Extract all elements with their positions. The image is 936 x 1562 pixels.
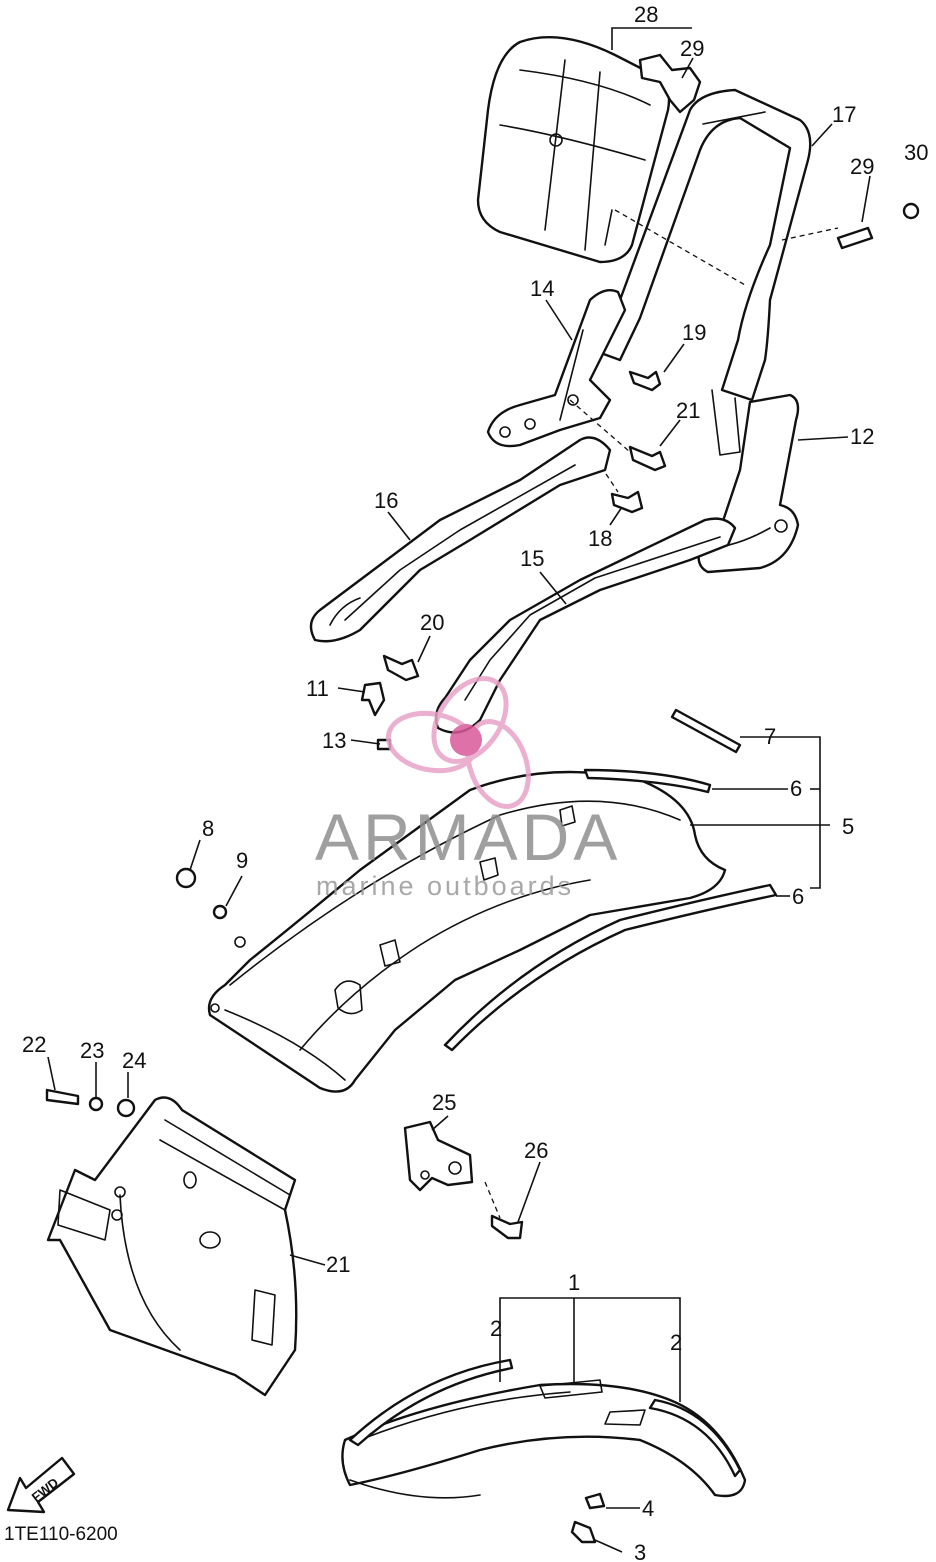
fender-trim-upper xyxy=(583,768,712,794)
callout-5: 5 xyxy=(842,814,854,839)
callout-2a: 2 xyxy=(490,1316,502,1341)
diagram-code: 1TE110-6200 xyxy=(4,1524,118,1545)
callout-30: 30 xyxy=(904,140,928,165)
callout-3: 3 xyxy=(634,1540,646,1562)
bolt-3 xyxy=(570,1520,597,1544)
callout-2b: 2 xyxy=(670,1330,682,1355)
callout-22: 22 xyxy=(22,1032,46,1057)
nut-30 xyxy=(902,202,920,220)
callout-18: 19 xyxy=(682,320,706,345)
fasteners xyxy=(45,202,920,1544)
callout-21: 21 xyxy=(326,1252,350,1277)
callout-29: 29 xyxy=(850,154,874,179)
bolt-20 xyxy=(628,445,667,472)
fender-trim-lower xyxy=(443,883,778,1052)
callout-27: 28 xyxy=(634,2,658,27)
backrest-lower-bracket xyxy=(486,289,627,448)
callout-13: 14 xyxy=(530,276,554,301)
nut-23 xyxy=(88,1096,104,1112)
bolt-10 xyxy=(360,681,386,717)
callout-19: 20 xyxy=(420,610,444,635)
watermark: ARMADA marine outboards xyxy=(315,676,621,901)
tail-bracket xyxy=(403,1120,474,1192)
watermark-brand: ARMADA xyxy=(315,800,621,874)
watermark-tagline: marine outboards xyxy=(316,871,574,901)
callout-23: 23 xyxy=(80,1038,104,1063)
callout-8: 8 xyxy=(202,816,214,841)
bolt-19 xyxy=(382,654,420,682)
bolt-8 xyxy=(175,867,197,889)
callout-9: 9 xyxy=(236,848,248,873)
fender-emblem xyxy=(670,708,742,754)
backrest-pad xyxy=(476,36,671,264)
callout-11: 13 xyxy=(322,728,346,753)
washer-24 xyxy=(116,1098,136,1118)
leader-lines xyxy=(47,27,871,1553)
fwd-arrow-icon: FWD xyxy=(6,1456,76,1514)
callout-17: 18 xyxy=(588,526,612,551)
callout-1: 1 xyxy=(568,1270,580,1295)
front-fender-trim-left xyxy=(348,1358,514,1447)
callout-25: 25 xyxy=(432,1090,456,1115)
callout-10: 11 xyxy=(306,676,329,701)
propeller-logo-icon xyxy=(385,676,531,809)
callout-6b: 6 xyxy=(792,884,804,909)
right-grab-rail xyxy=(434,517,737,734)
bolt-22 xyxy=(45,1088,80,1106)
callout-12: 12 xyxy=(850,424,874,449)
washer-9 xyxy=(212,904,228,920)
front-fender-trim-right xyxy=(648,1398,742,1478)
callout-14: 15 xyxy=(520,546,544,571)
backrest-bracket xyxy=(638,53,702,114)
callout-labels: 28 29 17 29 30 14 19 21 12 16 18 15 20 1… xyxy=(22,2,928,1562)
bolt-29 xyxy=(836,226,874,250)
callout-26: 26 xyxy=(524,1138,548,1163)
left-grab-rail xyxy=(309,436,612,643)
callout-24: 24 xyxy=(122,1048,146,1073)
bolt-17 xyxy=(610,490,644,514)
callout-16: 17 xyxy=(832,102,856,127)
callout-7: 7 xyxy=(764,724,776,749)
callout-15: 16 xyxy=(374,488,398,513)
callout-4: 4 xyxy=(642,1496,654,1521)
bolt-18 xyxy=(628,370,662,392)
callout-20: 21 xyxy=(676,398,700,423)
callout-28: 29 xyxy=(680,36,704,61)
bolt-26 xyxy=(490,1214,524,1240)
inner-fender xyxy=(46,1096,298,1397)
clip-4 xyxy=(584,1492,606,1510)
callout-6a: 6 xyxy=(790,776,802,801)
front-fender xyxy=(341,1379,747,1499)
backrest-frame xyxy=(596,88,812,456)
